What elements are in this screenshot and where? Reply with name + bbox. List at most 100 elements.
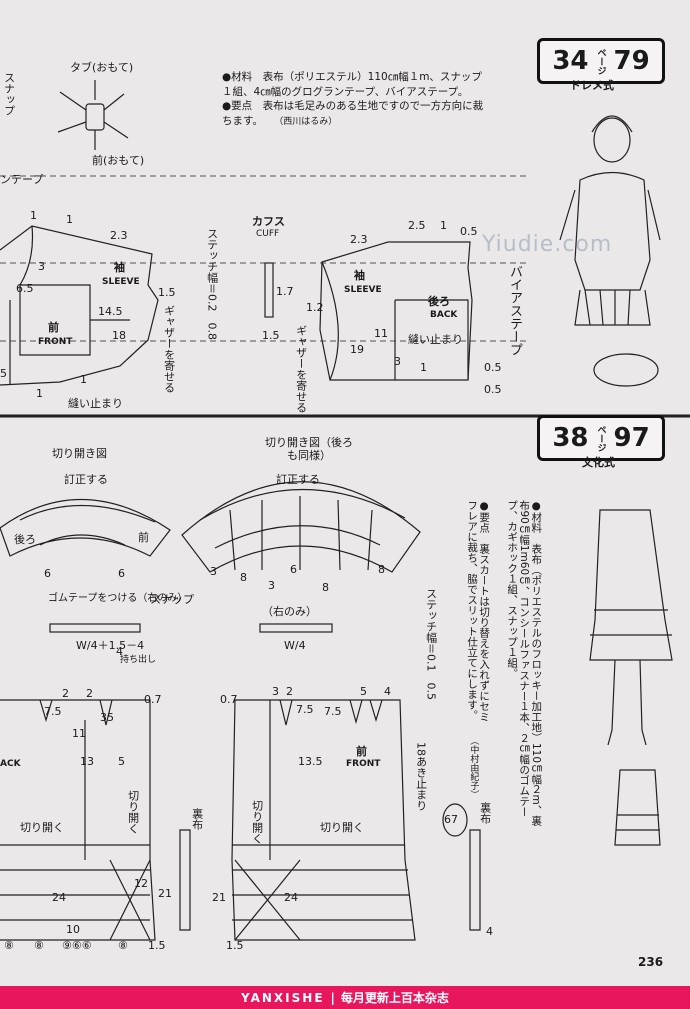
badge-page: 38 bbox=[552, 423, 589, 453]
dim: 3 bbox=[272, 685, 279, 698]
tab-label: タブ(おもて) bbox=[70, 61, 134, 74]
dim: 11 bbox=[72, 727, 86, 740]
dim: 21 bbox=[158, 887, 172, 900]
dim: 14.5 bbox=[98, 305, 123, 318]
footer-brand: YANXISHE bbox=[241, 990, 325, 1005]
sleeve-en-right: SLEEVE bbox=[344, 285, 382, 295]
skirt-front-label: 前 bbox=[356, 745, 367, 758]
cut-open-left: 切り開く bbox=[20, 821, 64, 834]
cut-open-center: 切り開く bbox=[126, 790, 140, 834]
lining-label-left: 裏布 bbox=[190, 808, 204, 830]
sleeve-label-left: 袖 bbox=[114, 261, 125, 274]
pattern1-materials: ●材料 表布（ポリエステル）110㎝幅１m、スナップ１組、4㎝幅のグログランテー… bbox=[222, 70, 484, 129]
back-label: 後ろ bbox=[428, 295, 450, 308]
dim: 6 bbox=[44, 567, 51, 580]
dim: 2 bbox=[62, 687, 69, 700]
dim: 3 bbox=[394, 355, 401, 368]
point-text: ●要点 表布は毛足みのある生地ですので一方方向に裁ちます。 bbox=[222, 100, 484, 128]
back-en: BACK bbox=[430, 310, 458, 320]
dim: 2 bbox=[86, 687, 93, 700]
dim: 5 bbox=[118, 755, 125, 768]
dim: 1 bbox=[36, 387, 43, 400]
dim: 0.5 bbox=[484, 383, 502, 396]
cut-open-right-b: 切り開く bbox=[320, 821, 364, 834]
badge-page: 34 bbox=[552, 46, 589, 76]
dim: 24 bbox=[52, 891, 66, 904]
badge-unit: ページ bbox=[595, 47, 606, 75]
dim: 35 bbox=[100, 711, 114, 724]
cut-open-title-left: 切り開き図 bbox=[52, 447, 107, 460]
dim: 5 bbox=[360, 685, 367, 698]
dim: 1.7 bbox=[276, 285, 294, 298]
pattern2-author: （中村由紀子） bbox=[468, 736, 479, 799]
page-badge-38: 38 ページ 97 bbox=[537, 415, 665, 461]
dim: 2 bbox=[286, 685, 293, 698]
bias-tape-label: バイアステープ bbox=[506, 265, 522, 356]
dim: 2.3 bbox=[110, 229, 128, 242]
right-only-label: （右のみ） bbox=[262, 605, 317, 618]
dim: 7.5 bbox=[296, 703, 314, 716]
footer-banner: YANXISHE | 每月更新上百本杂志 bbox=[0, 986, 690, 1009]
dim: 13.5 bbox=[298, 755, 323, 768]
circled-num: ⑧ bbox=[4, 939, 14, 952]
dim: 6 bbox=[118, 567, 125, 580]
w-formula-left: W/4＋1.5－4 bbox=[76, 639, 145, 652]
tape-partial-label: ンテープ bbox=[0, 173, 44, 186]
dim: 1 bbox=[30, 209, 37, 222]
dim: 7.5 bbox=[324, 705, 342, 718]
seam-extension-label: 持ち出し bbox=[120, 655, 157, 665]
rubber-tape-label: ゴムテープをつける（右のみ） bbox=[48, 593, 188, 604]
gather-label-right: ギャザーを寄せる bbox=[294, 325, 308, 413]
dim-67: 67 bbox=[444, 813, 458, 826]
dim: 7.5 bbox=[44, 705, 62, 718]
dim: 0.7 bbox=[144, 693, 162, 706]
cut-open-title-right: 切り開き図（後ろも同様） bbox=[265, 436, 353, 463]
cuff-en: CUFF bbox=[256, 229, 280, 239]
page-badge-34: 34 ページ 79 bbox=[537, 38, 665, 84]
materials-text: ●材料 表布（ポリエステル）110㎝幅１m、スナップ１組、4㎝幅のグログランテー… bbox=[222, 71, 482, 98]
stitch-width-label: ステッチ幅＝0.2 0.8 bbox=[205, 228, 219, 340]
author-credit: （西川はるみ） bbox=[274, 117, 338, 128]
dim: 5 bbox=[0, 367, 7, 380]
snap-label: スナップ bbox=[150, 593, 194, 606]
skirt-front-en: FRONT bbox=[346, 759, 381, 769]
page-number: 236 bbox=[638, 955, 664, 969]
dim: 1.5 bbox=[158, 286, 176, 299]
pattern2-materials: ●材料 表布（ポリエステルのフロッキー加工地）110㎝幅２m、裏布90㎝幅1m6… bbox=[506, 500, 543, 826]
dim: 18 bbox=[112, 329, 126, 342]
circled-num: ⑨⑥⑥ bbox=[62, 939, 92, 952]
front-en-left: FRONT bbox=[38, 337, 73, 347]
dim: 1 bbox=[80, 373, 87, 386]
dim: 4 bbox=[486, 925, 493, 938]
pattern2-point: ●要点 裏スカートは切り替えを入れずにセミフレアに裁ち、脇でスリット仕立てにしま… bbox=[466, 500, 491, 722]
dim: 1.2 bbox=[306, 301, 324, 314]
dim: 1 bbox=[66, 213, 73, 226]
dim: 6 bbox=[290, 563, 297, 576]
sew-stop-left: 縫い止まり bbox=[68, 397, 123, 410]
dim: 8 bbox=[378, 563, 385, 576]
sew-stop-right: 縫い止まり bbox=[408, 333, 463, 346]
front-label-left: 前 bbox=[48, 321, 59, 334]
watermark: Yiudie.com bbox=[482, 232, 613, 257]
front-outside-label: 前(おもて) bbox=[92, 154, 145, 167]
correct-label-right: 訂正する bbox=[276, 473, 320, 486]
fan-back-label: 後ろ bbox=[14, 533, 36, 546]
dim: 1.5 bbox=[226, 939, 244, 952]
dim: 1 bbox=[440, 219, 447, 232]
dim: 4 bbox=[384, 685, 391, 698]
footer-divider: | bbox=[330, 990, 335, 1005]
dim: 0.7 bbox=[220, 693, 238, 706]
cuff-label: カフス bbox=[252, 215, 285, 228]
dim: 8 bbox=[240, 571, 247, 584]
dim: 4 bbox=[116, 645, 123, 658]
badge-style: 文化式 bbox=[582, 456, 615, 469]
badge-style: ドレメ式 bbox=[570, 79, 614, 92]
w-formula-right: W/4 bbox=[284, 639, 306, 652]
dim: 0.5 bbox=[484, 361, 502, 374]
dim: 6.5 bbox=[16, 282, 34, 295]
circled-num: ⑧ bbox=[118, 939, 128, 952]
dim: 10 bbox=[66, 923, 80, 936]
circled-num: ⑧ bbox=[34, 939, 44, 952]
dim: 1 bbox=[420, 361, 427, 374]
dim: 3 bbox=[38, 260, 45, 273]
